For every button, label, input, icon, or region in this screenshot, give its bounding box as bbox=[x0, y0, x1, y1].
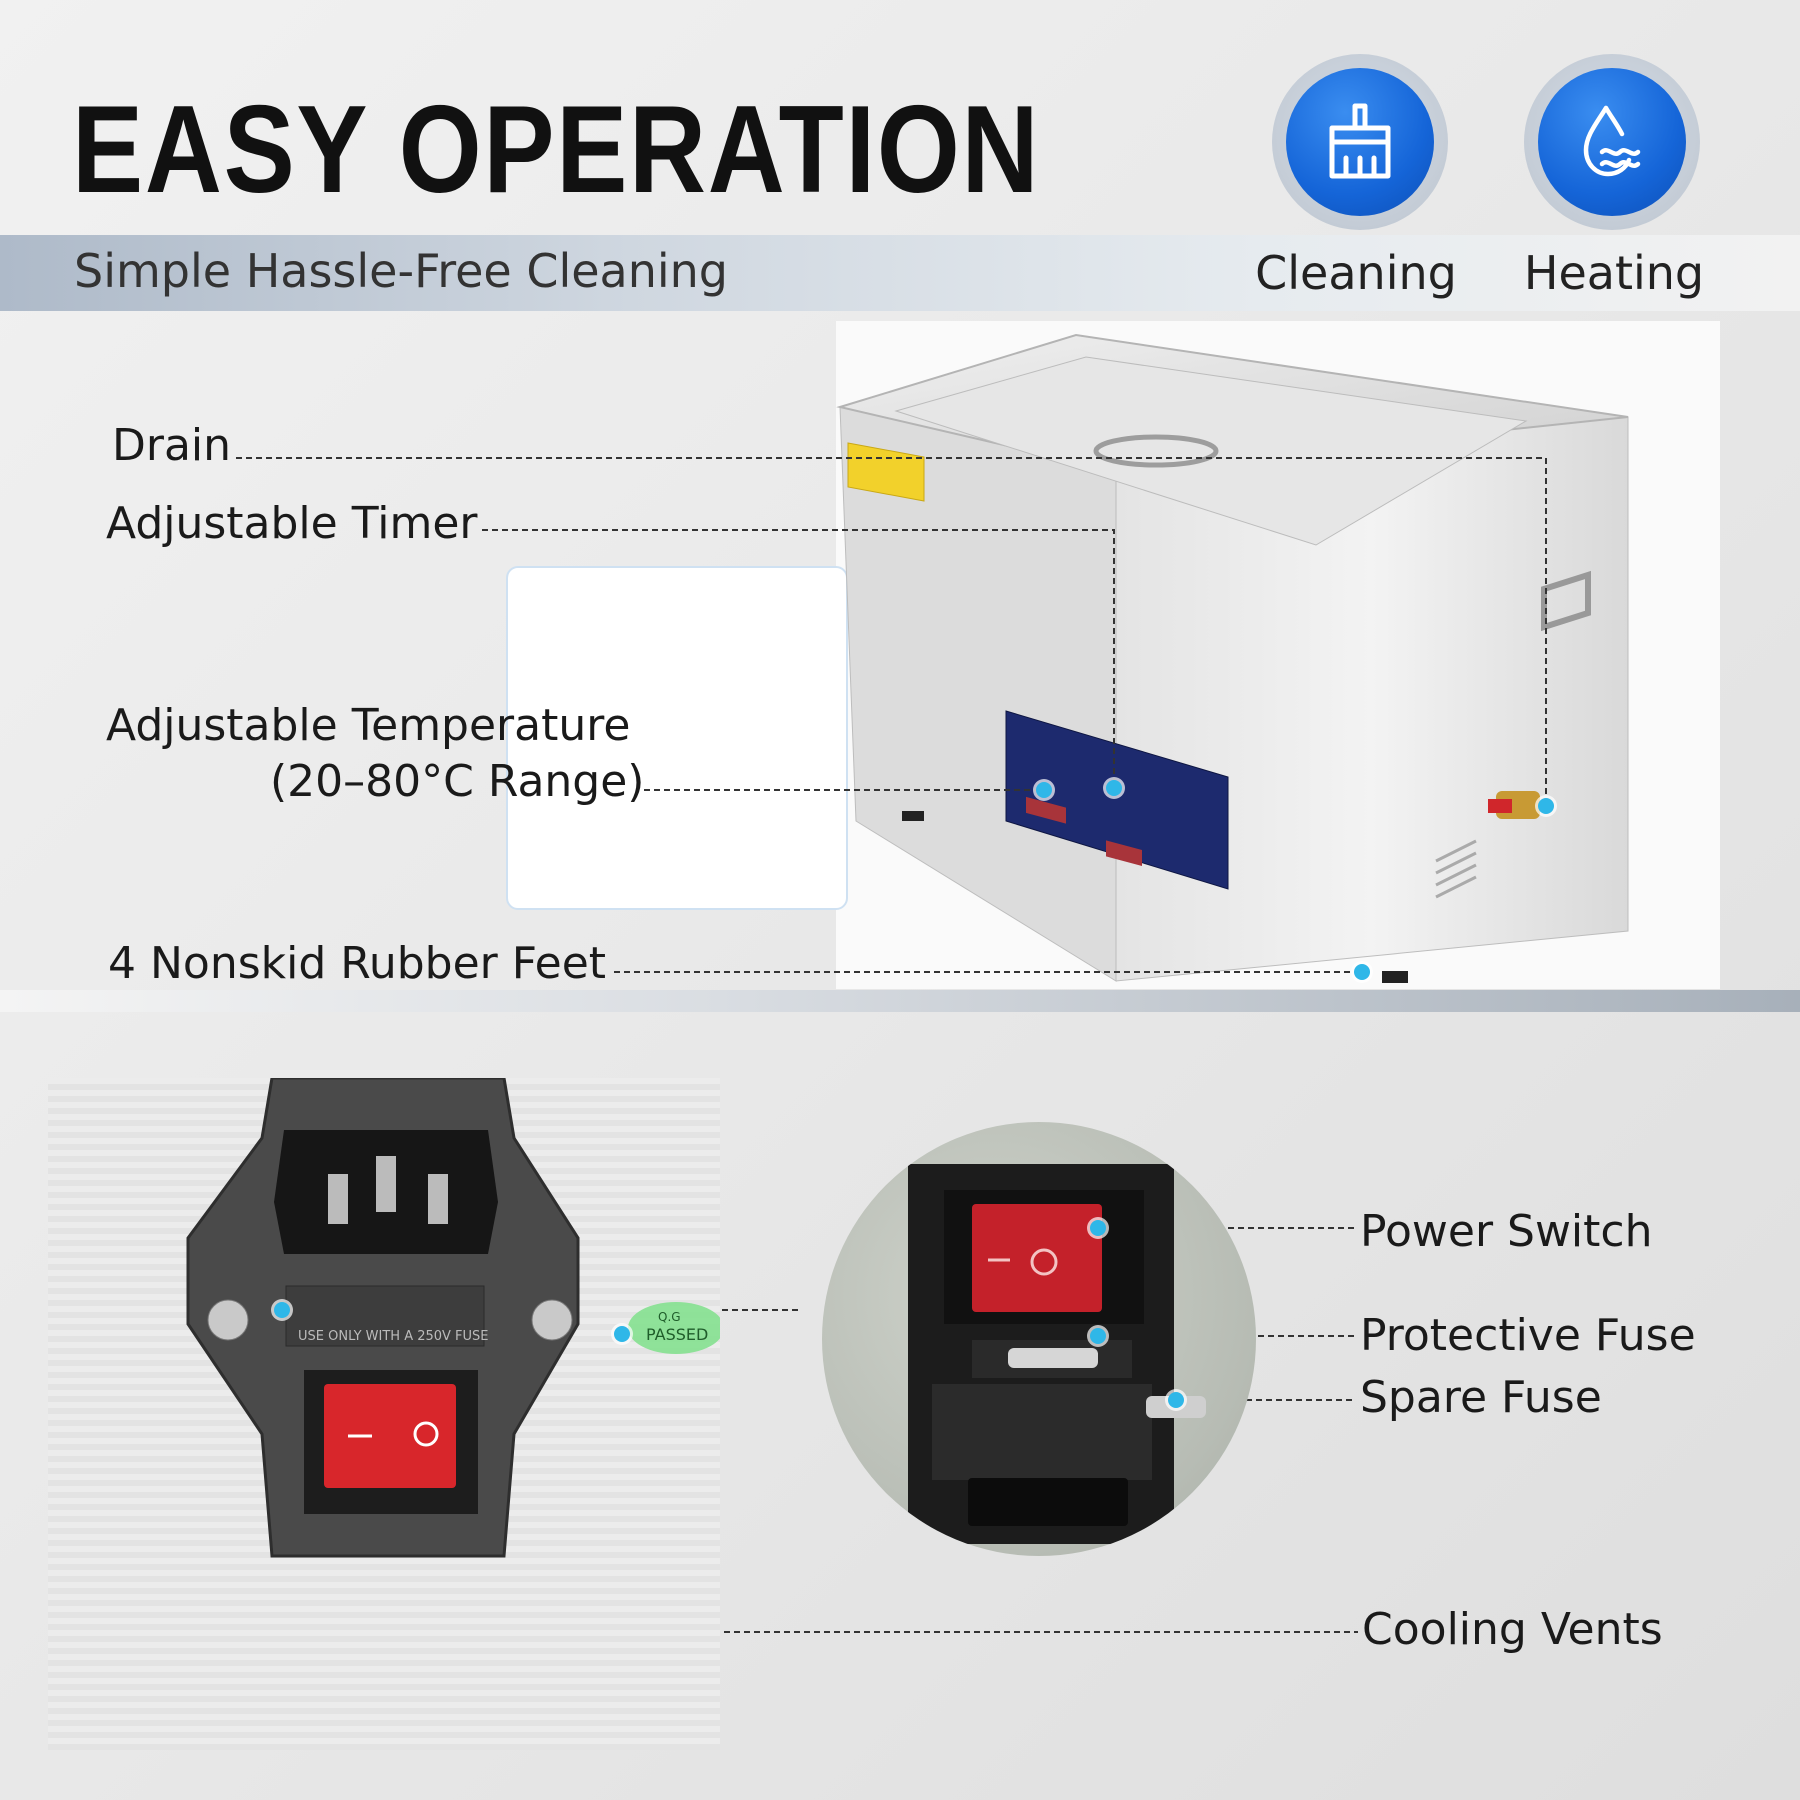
callout-rubber-feet: 4 Nonskid Rubber Feet bbox=[108, 938, 607, 989]
callout-cooling-vents: Cooling Vents bbox=[1362, 1604, 1663, 1655]
power-inlet-module: USE ONLY WITH A 250V FUSE Q.G PASSED bbox=[186, 1078, 720, 1558]
timer-marker bbox=[1106, 780, 1122, 796]
page-subtitle: Simple Hassle-Free Cleaning bbox=[74, 244, 728, 298]
switch-closeup bbox=[822, 1122, 1256, 1556]
protective-fuse-marker bbox=[1090, 1328, 1106, 1344]
vents-marker-left bbox=[274, 1302, 290, 1318]
feature-label-heating: Heating bbox=[1523, 246, 1705, 300]
feature-label-cleaning: Cleaning bbox=[1255, 246, 1457, 300]
callout-protective-fuse: Protective Fuse bbox=[1360, 1310, 1696, 1361]
subtitle-band bbox=[0, 235, 1800, 311]
heating-feature-badge bbox=[1524, 54, 1700, 230]
page-title: EASY OPERATION bbox=[72, 81, 1041, 219]
callout-drain: Drain bbox=[112, 420, 232, 471]
spare-fuse-marker bbox=[1168, 1392, 1184, 1408]
drain-marker bbox=[1538, 798, 1554, 814]
temperature-marker bbox=[1036, 782, 1052, 798]
switch-closeup-illustration bbox=[908, 1164, 1206, 1544]
callout-timer: Adjustable Timer bbox=[106, 498, 478, 549]
cleaning-feature-badge bbox=[1272, 54, 1448, 230]
water-drop-icon bbox=[1583, 105, 1641, 177]
ultrasonic-cleaner-illustration bbox=[836, 333, 1629, 983]
callout-temperature-range: (20–80°C Range) bbox=[270, 756, 645, 807]
vents-marker bbox=[614, 1326, 630, 1342]
callout-temperature: Adjustable Temperature bbox=[106, 700, 631, 751]
callout-spare-fuse: Spare Fuse bbox=[1360, 1372, 1602, 1423]
sticker-passed-text: PASSED bbox=[646, 1325, 708, 1344]
feet-marker bbox=[1354, 964, 1370, 980]
fuse-warning-text: USE ONLY WITH A 250V FUSE bbox=[298, 1329, 489, 1344]
section-divider bbox=[0, 990, 1800, 1012]
power-switch-marker bbox=[1090, 1220, 1106, 1236]
brush-icon bbox=[1329, 103, 1391, 179]
callout-power-switch: Power Switch bbox=[1360, 1206, 1653, 1257]
sticker-qg-text: Q.G bbox=[658, 1310, 681, 1324]
blank-overlay-box bbox=[506, 566, 848, 910]
